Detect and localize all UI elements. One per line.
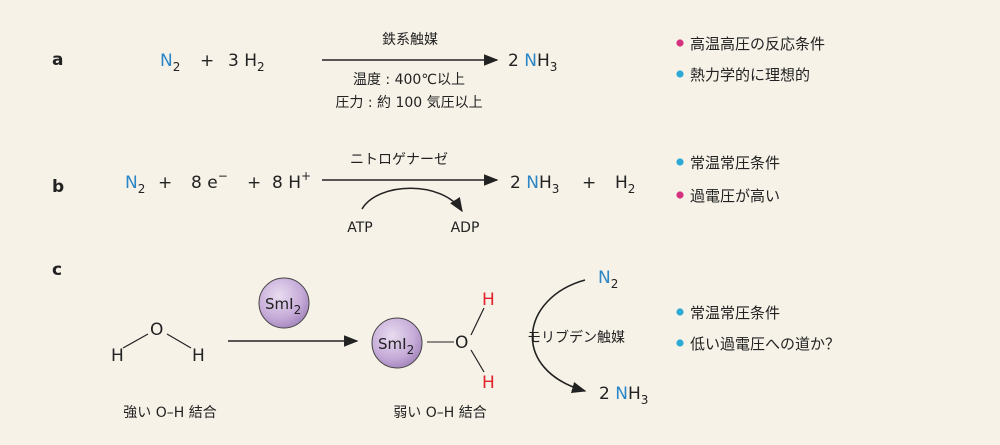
panel-a-h2: 3 H2 xyxy=(228,51,265,74)
smi2-sphere xyxy=(258,277,310,329)
panel-b-n2: N2 xyxy=(125,173,145,196)
smi2-label: SmI2 xyxy=(265,295,301,317)
panel-c-catalyst: モリブデン触媒 xyxy=(527,329,625,346)
panel-b-atp-arrow xyxy=(361,187,463,213)
panel-b-note-1: 常温常圧条件 xyxy=(690,154,780,172)
panel-a-nh3: 2 NH3 xyxy=(508,51,557,74)
panel-b-h2: H2 xyxy=(615,173,635,196)
strong-oh-caption: 強い O–H 結合 xyxy=(123,405,216,421)
panel-b-nh3: 2 NH3 xyxy=(510,173,559,196)
panel-c-note-2: 低い過電圧への道か？ xyxy=(690,335,840,353)
water-hydrogen-1: H xyxy=(111,346,124,366)
panel-a-condition-pressure: 圧力 : 約 100 気圧以上 xyxy=(335,95,482,111)
bullet-dot xyxy=(676,39,684,47)
panel-b-plus-2: + xyxy=(247,173,261,193)
water-molecule: O H H xyxy=(111,320,205,366)
panel-b-plus-1: + xyxy=(158,173,172,193)
panel-c-note-1: 常温常圧条件 xyxy=(690,304,780,322)
water-oxygen: O xyxy=(150,320,163,340)
panel-b-atp: ATP xyxy=(347,220,372,236)
panel-b-plus-3: + xyxy=(582,173,596,193)
panel-a-label: a xyxy=(52,50,63,70)
panel-c-nh3: 2 NH3 xyxy=(599,384,648,407)
panel-b-label: b xyxy=(52,177,64,197)
panel-c-n2: N2 xyxy=(598,268,618,291)
panel-c-label: c xyxy=(52,260,62,280)
oh-bond-lower xyxy=(470,349,485,373)
complex-smi2-label: SmI2 xyxy=(378,335,414,357)
bullet-dot xyxy=(676,339,684,347)
panel-a-condition-temp: 温度 : 400℃以上 xyxy=(353,72,465,88)
bullet-dot xyxy=(676,70,684,78)
complex-oxygen: O xyxy=(455,333,468,353)
weak-oh-caption: 弱い O–H 結合 xyxy=(393,405,486,421)
panel-b-enzyme: ニトロゲナーゼ xyxy=(350,152,448,168)
panel-a-n2: N2 xyxy=(160,51,180,74)
complex-hydrogen-1: H xyxy=(482,290,495,310)
panel-b-protons: 8 H+ xyxy=(272,169,311,193)
panel-b-electrons: 8 e− xyxy=(191,169,228,193)
panel-b-note-2: 過電圧が高い xyxy=(690,187,780,205)
bullet-dot xyxy=(676,158,684,166)
panel-a-note-2: 熱力学的に理想的 xyxy=(690,66,810,84)
complex-hydrogen-2: H xyxy=(482,373,495,393)
oh-bond-upper xyxy=(470,307,485,336)
mo-curved-arrow xyxy=(531,279,587,394)
complex-sphere xyxy=(371,317,423,369)
bullet-dot xyxy=(676,308,684,316)
water-hydrogen-2: H xyxy=(192,346,205,366)
panel-a-plus: + xyxy=(200,51,214,71)
panel-a-note-1: 高温高圧の反応条件 xyxy=(690,35,825,53)
panel-a-catalyst: 鉄系触媒 xyxy=(382,32,438,48)
panel-b-adp: ADP xyxy=(451,220,480,236)
bullet-dot xyxy=(676,191,684,199)
